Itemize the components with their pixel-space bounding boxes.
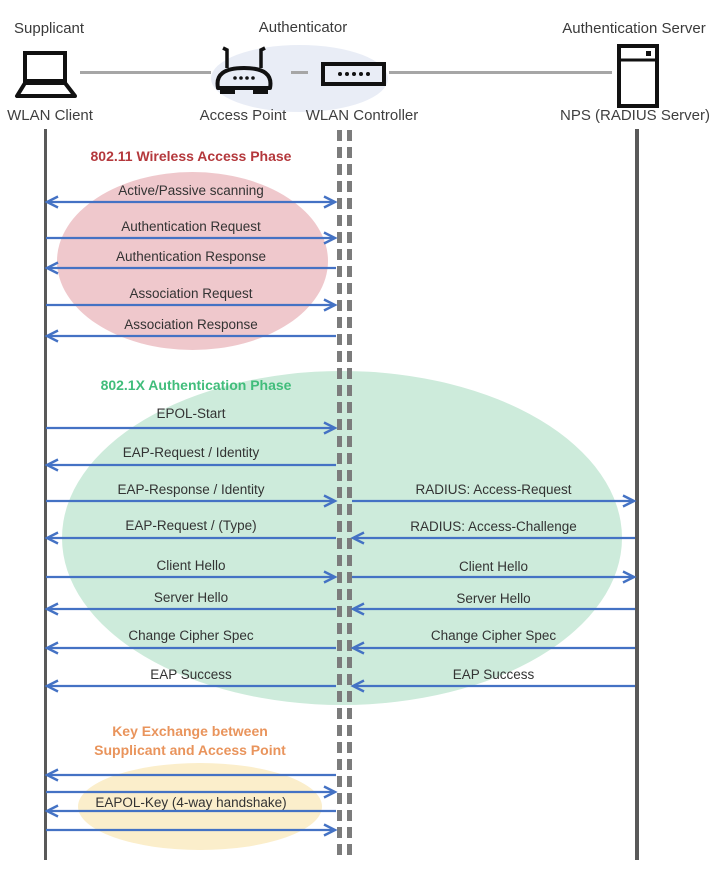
- lifeline-authenticator-dash-2: [347, 130, 352, 855]
- message-arrow-left: [44, 329, 336, 343]
- message-arrow-both: [44, 195, 338, 209]
- message-arrow-left: [350, 679, 635, 693]
- lifeline-authenticator-dash-1: [337, 130, 342, 855]
- phase-ellipse-key-exchange: [78, 763, 322, 850]
- message-arrow-right: [352, 570, 637, 584]
- lifeline-wlan-client: [44, 129, 47, 860]
- device-label-wlan-client: WLAN Client: [7, 107, 93, 124]
- phase-title-wireless-access: 802.11 Wireless Access Phase: [90, 148, 292, 164]
- message-arrow-right: [352, 494, 637, 508]
- message-label: RADIUS: Access-Challenge: [410, 519, 577, 534]
- server-icon: [617, 44, 659, 108]
- message-label: Change Cipher Spec: [430, 628, 557, 643]
- message-arrow-left: [44, 804, 336, 818]
- message-label: EAP-Request / (Type): [125, 518, 257, 533]
- message-label: Association Request: [129, 286, 253, 301]
- message-arrow-right: [46, 231, 338, 245]
- phase-title-key-exchange: Key Exchange between Supplicant and Acce…: [45, 722, 335, 760]
- device-label-access-point: Access Point: [199, 107, 287, 124]
- message-label: Authentication Response: [115, 249, 267, 264]
- message-arrow-left: [44, 531, 336, 545]
- phase-title-dot1x-auth: 802.1X Authentication Phase: [100, 377, 292, 393]
- message-arrow-left: [44, 261, 336, 275]
- device-label-nps: NPS (RADIUS Server): [559, 107, 711, 124]
- message-arrow-right: [46, 785, 338, 799]
- role-authentication-server: Authentication Server: [562, 20, 706, 37]
- message-label: Server Hello: [153, 590, 229, 605]
- message-label: EAP Success: [150, 667, 232, 682]
- message-arrow-right: [46, 421, 338, 435]
- lifeline-nps: [635, 129, 639, 860]
- message-arrow-left: [350, 531, 635, 545]
- message-label: Authentication Request: [121, 219, 261, 234]
- phase-title-key-exchange-line1: Key Exchange between: [112, 723, 268, 739]
- device-label-wlan-controller: WLAN Controller: [305, 107, 419, 124]
- message-arrow-right: [46, 298, 338, 312]
- message-label: EAP-Request / Identity: [122, 445, 260, 460]
- link-controller-server: [389, 71, 612, 74]
- message-arrow-left: [44, 768, 336, 782]
- message-label: EAP-Response / Identity: [117, 482, 265, 497]
- message-arrow-left: [44, 641, 336, 655]
- message-label: EAP Success: [452, 667, 535, 682]
- message-arrow-left: [44, 679, 336, 693]
- message-label: Active/Passive scanning: [118, 183, 264, 198]
- role-authenticator: Authenticator: [258, 19, 348, 36]
- message-label: Server Hello: [456, 591, 531, 606]
- role-supplicant: Supplicant: [14, 20, 85, 37]
- message-arrow-right: [46, 570, 338, 584]
- phase-title-key-exchange-line2: Supplicant and Access Point: [94, 742, 286, 758]
- message-label: Change Cipher Spec: [128, 628, 254, 643]
- link-ap-controller: [291, 71, 308, 74]
- message-arrow-left: [44, 602, 336, 616]
- message-label: RADIUS: Access-Request: [415, 482, 572, 497]
- message-arrow-right: [46, 823, 338, 837]
- message-arrow-left: [350, 641, 635, 655]
- link-client-ap: [80, 71, 211, 74]
- message-arrow-left: [44, 458, 336, 472]
- message-label: Association Response: [124, 317, 258, 332]
- message-label: EPOL-Start: [156, 406, 226, 421]
- message-arrow-left: [350, 602, 635, 616]
- message-arrow-right: [46, 494, 338, 508]
- wlan-controller-icon: [321, 62, 386, 86]
- message-label: EAPOL-Key (4-way handshake): [95, 795, 287, 810]
- message-label: Client Hello: [458, 559, 529, 574]
- access-point-icon: [212, 44, 276, 100]
- message-label: Client Hello: [156, 558, 226, 573]
- laptop-icon: [13, 50, 79, 102]
